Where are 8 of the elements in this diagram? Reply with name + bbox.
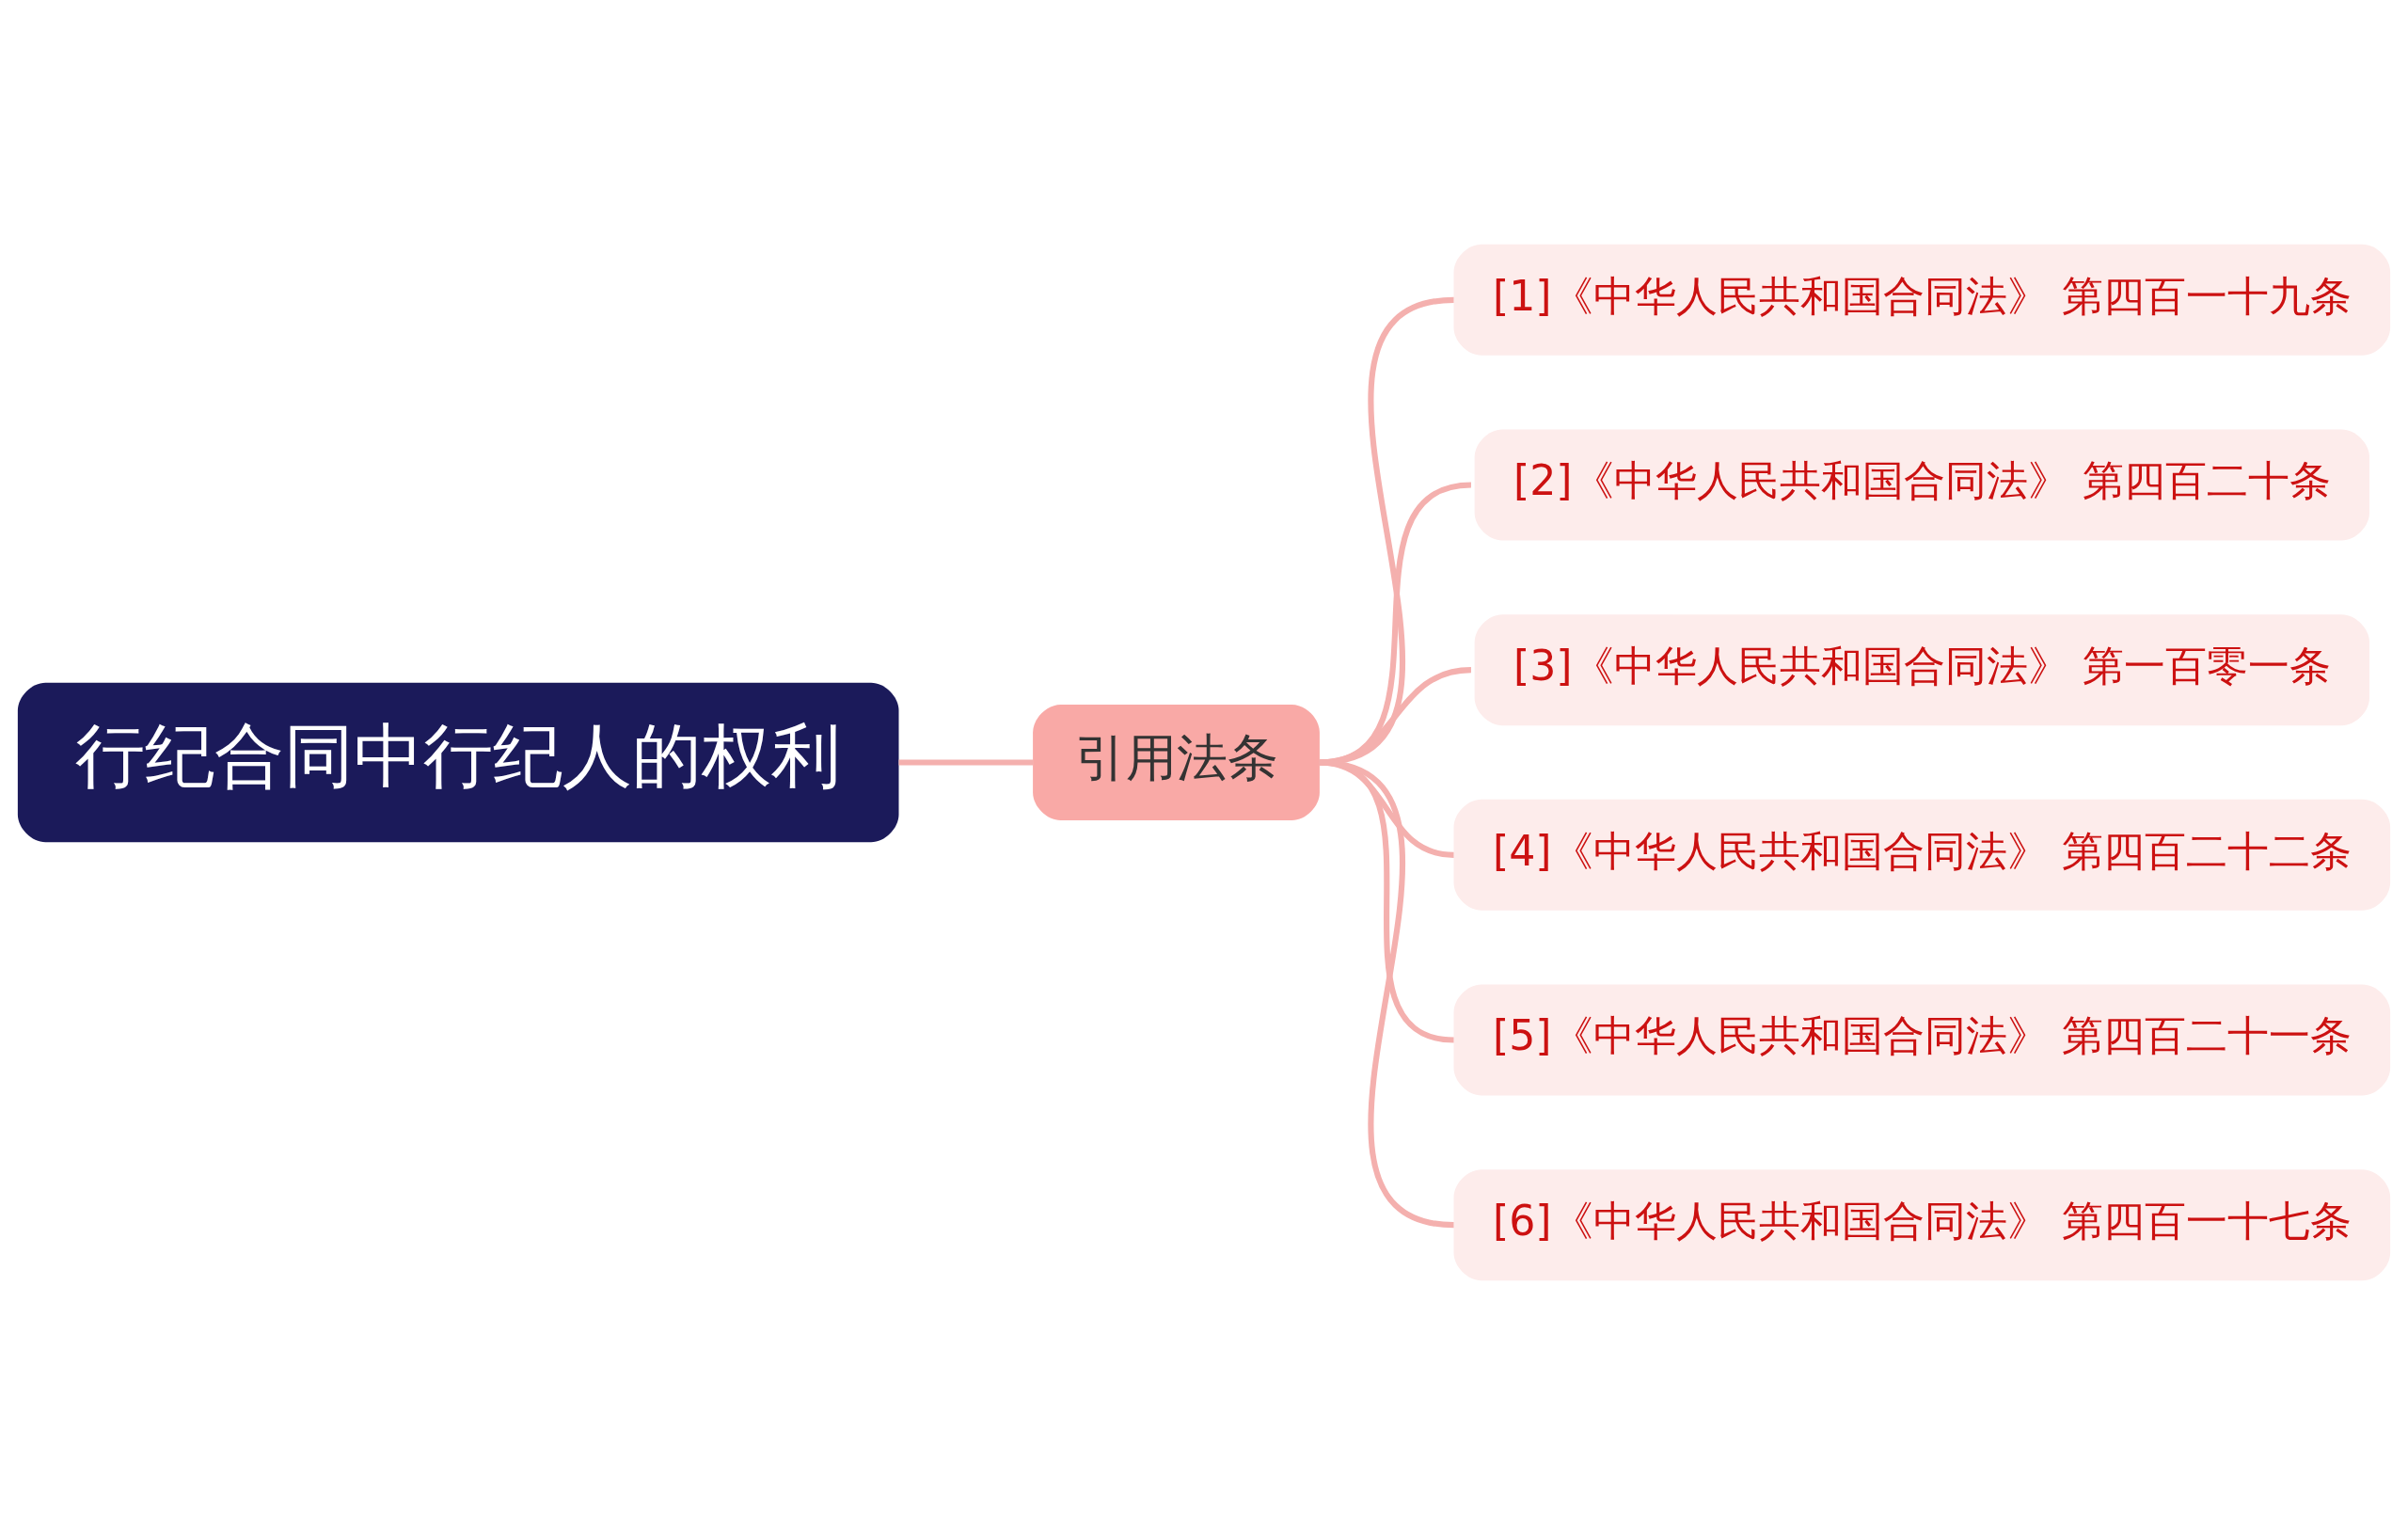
node-box: [4]《中华人民共和国合同法》 第四百二十二条: [1453, 799, 2391, 911]
node-box: 引用法条: [1033, 704, 1320, 820]
node-box: [5]《中华人民共和国合同法》 第四百二十一条: [1453, 984, 2391, 1095]
node-box: [1]《中华人民共和国合同法》 第四百一十九条: [1453, 244, 2391, 356]
node-box: 行纪合同中行纪人的权利: [17, 682, 899, 842]
connector: [898, 758, 1034, 766]
node-box: [6]《中华人民共和国合同法》 第四百一十七条: [1453, 1168, 2391, 1280]
connector: [1319, 759, 1455, 1228]
